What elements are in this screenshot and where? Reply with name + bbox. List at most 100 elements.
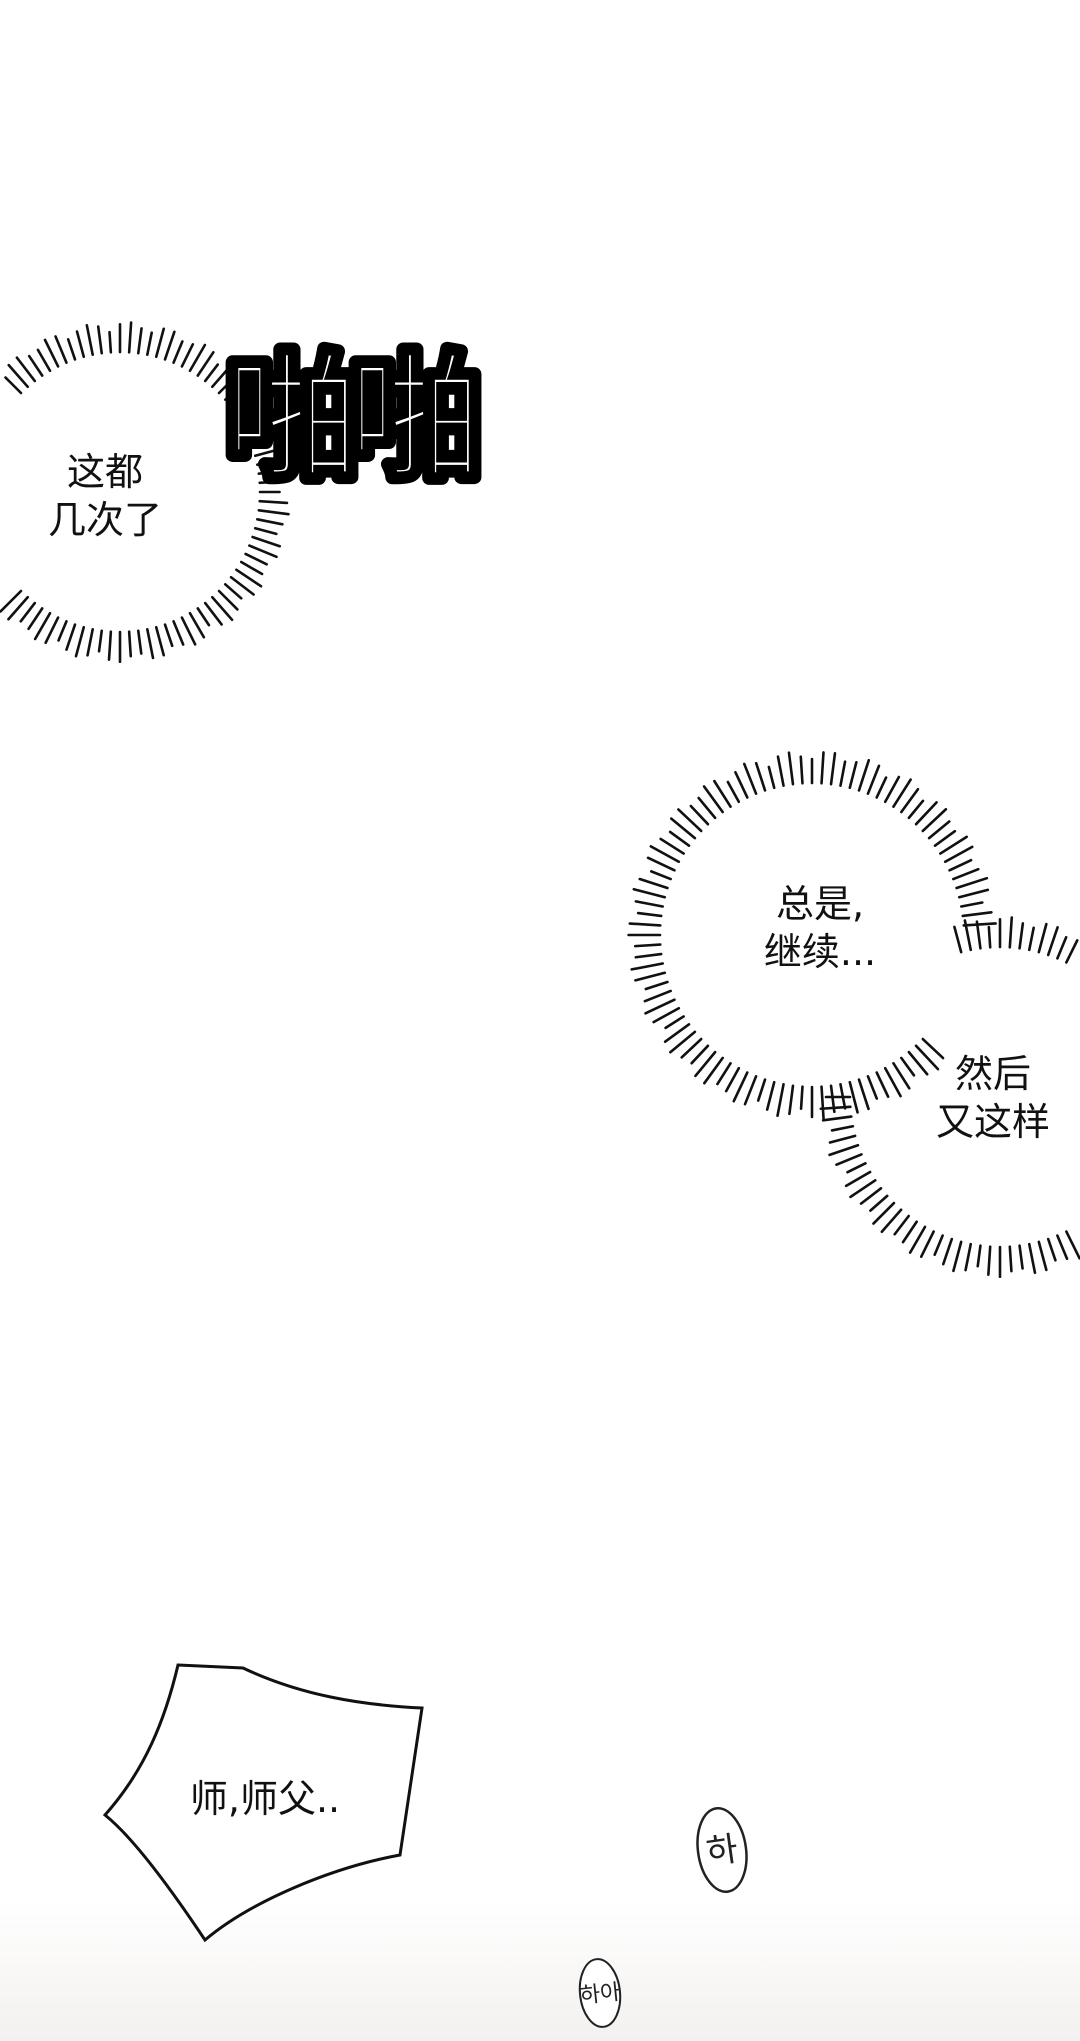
burst-spike [952, 867, 980, 881]
burst-spike [223, 380, 247, 401]
burst-spike [941, 1237, 954, 1266]
burst-spike [828, 1143, 860, 1157]
burst-spike [799, 1085, 804, 1110]
burst-spike [788, 1084, 795, 1116]
burst-spike [743, 1075, 758, 1106]
burst-spike [943, 845, 974, 864]
burst-spike [229, 575, 255, 596]
burst-spike [634, 900, 664, 908]
burst-spike [1056, 935, 1068, 960]
bubble-line: 又这样 [935, 1100, 1050, 1144]
burst-spike [883, 775, 901, 804]
burst-spike [244, 552, 268, 566]
burst-spike [239, 405, 269, 424]
burst-spike [146, 331, 153, 356]
burst-spike [154, 625, 166, 657]
burst-spike [188, 611, 206, 639]
sfx-paipai: 啪啪 [225, 340, 475, 497]
burst-spike [835, 1153, 863, 1167]
burst-spike [893, 1214, 910, 1236]
burst-spike [127, 630, 133, 658]
burst-spike [27, 354, 44, 377]
burst-spike [644, 980, 669, 991]
burst-spike [251, 535, 282, 548]
bottom-fade [0, 1900, 1080, 2041]
burst-spike [634, 971, 667, 982]
burst-spike [765, 1080, 776, 1111]
burst-spike [256, 518, 284, 526]
burst-spike [914, 801, 938, 826]
burst-spike [839, 760, 847, 787]
burst-spike [900, 787, 920, 814]
burst-spike [646, 856, 676, 872]
burst-spike [907, 799, 925, 820]
burst-spike [180, 343, 195, 368]
burst-spike [914, 1044, 940, 1071]
burst-spike [703, 1056, 724, 1085]
svg-text:하아: 하아 [579, 1980, 622, 2009]
burst-spike [848, 1080, 859, 1114]
burst-spike [1008, 1245, 1013, 1273]
burst-spike [927, 820, 951, 840]
burst-spike [767, 765, 776, 790]
sfx-ha-2: 하아 [579, 1958, 622, 2028]
burst-spike [829, 752, 837, 786]
burst-spike [7, 595, 29, 621]
burst-spike [1065, 939, 1079, 964]
burst-spike [724, 1066, 741, 1093]
burst-spike [256, 459, 281, 466]
burst-spike [235, 397, 262, 416]
burst-spike [921, 807, 948, 833]
burst-spike [690, 1044, 710, 1065]
burst-bubble-1 [0, 321, 291, 664]
burst-spike [669, 817, 697, 840]
burst-spike [694, 1050, 717, 1078]
burst-spike [955, 876, 989, 890]
burst-spike [74, 625, 86, 658]
burst-spike [907, 1050, 929, 1076]
burst-spike [229, 392, 249, 409]
burst-spike [248, 428, 272, 440]
burst-spike [963, 919, 973, 952]
burst-spike [1008, 916, 1014, 949]
burst-spike [96, 325, 104, 355]
burst-spike [776, 755, 785, 787]
speech-bubble-text: 师,师父.. [160, 1775, 370, 1823]
burst-spike [961, 911, 993, 918]
burst-spike [196, 350, 215, 377]
burst-spike [933, 1234, 944, 1257]
burst-bubble-3 [819, 916, 1080, 1279]
burst-spike [716, 1062, 732, 1086]
burst-bubble-text-3: 然后 又这样 [918, 1050, 1068, 1146]
burst-spike [702, 785, 724, 814]
burst-spike [756, 1078, 767, 1102]
burst-spike [848, 761, 858, 790]
burst-spike [953, 925, 963, 954]
burst-spike [668, 830, 691, 847]
burst-spike [875, 1071, 890, 1099]
burst-spike [127, 321, 133, 354]
burst-spike [43, 338, 60, 368]
burst-spike [107, 630, 113, 661]
burst-spike [844, 1170, 872, 1188]
burst-spike [253, 526, 278, 536]
burst-spike [86, 628, 94, 657]
burst-spike [975, 920, 982, 950]
burst-spike [223, 583, 243, 600]
bubble-line: 师,师父.. [189, 1777, 341, 1821]
burst-spike [919, 1230, 935, 1259]
burst-spike [108, 330, 113, 354]
burst-spike [66, 338, 77, 361]
burst-spike [857, 758, 871, 792]
burst-spike [643, 989, 672, 1003]
burst-spike [742, 762, 758, 795]
burst-spike [146, 628, 155, 660]
burst-spike [820, 751, 825, 785]
burst-spike [964, 1242, 973, 1272]
burst-spike [136, 629, 143, 655]
burst-spike [957, 888, 990, 899]
burst-spike [36, 348, 52, 373]
burst-spike [1046, 926, 1059, 957]
burst-spike [196, 607, 211, 627]
svg-text:하: 하 [704, 1829, 741, 1873]
